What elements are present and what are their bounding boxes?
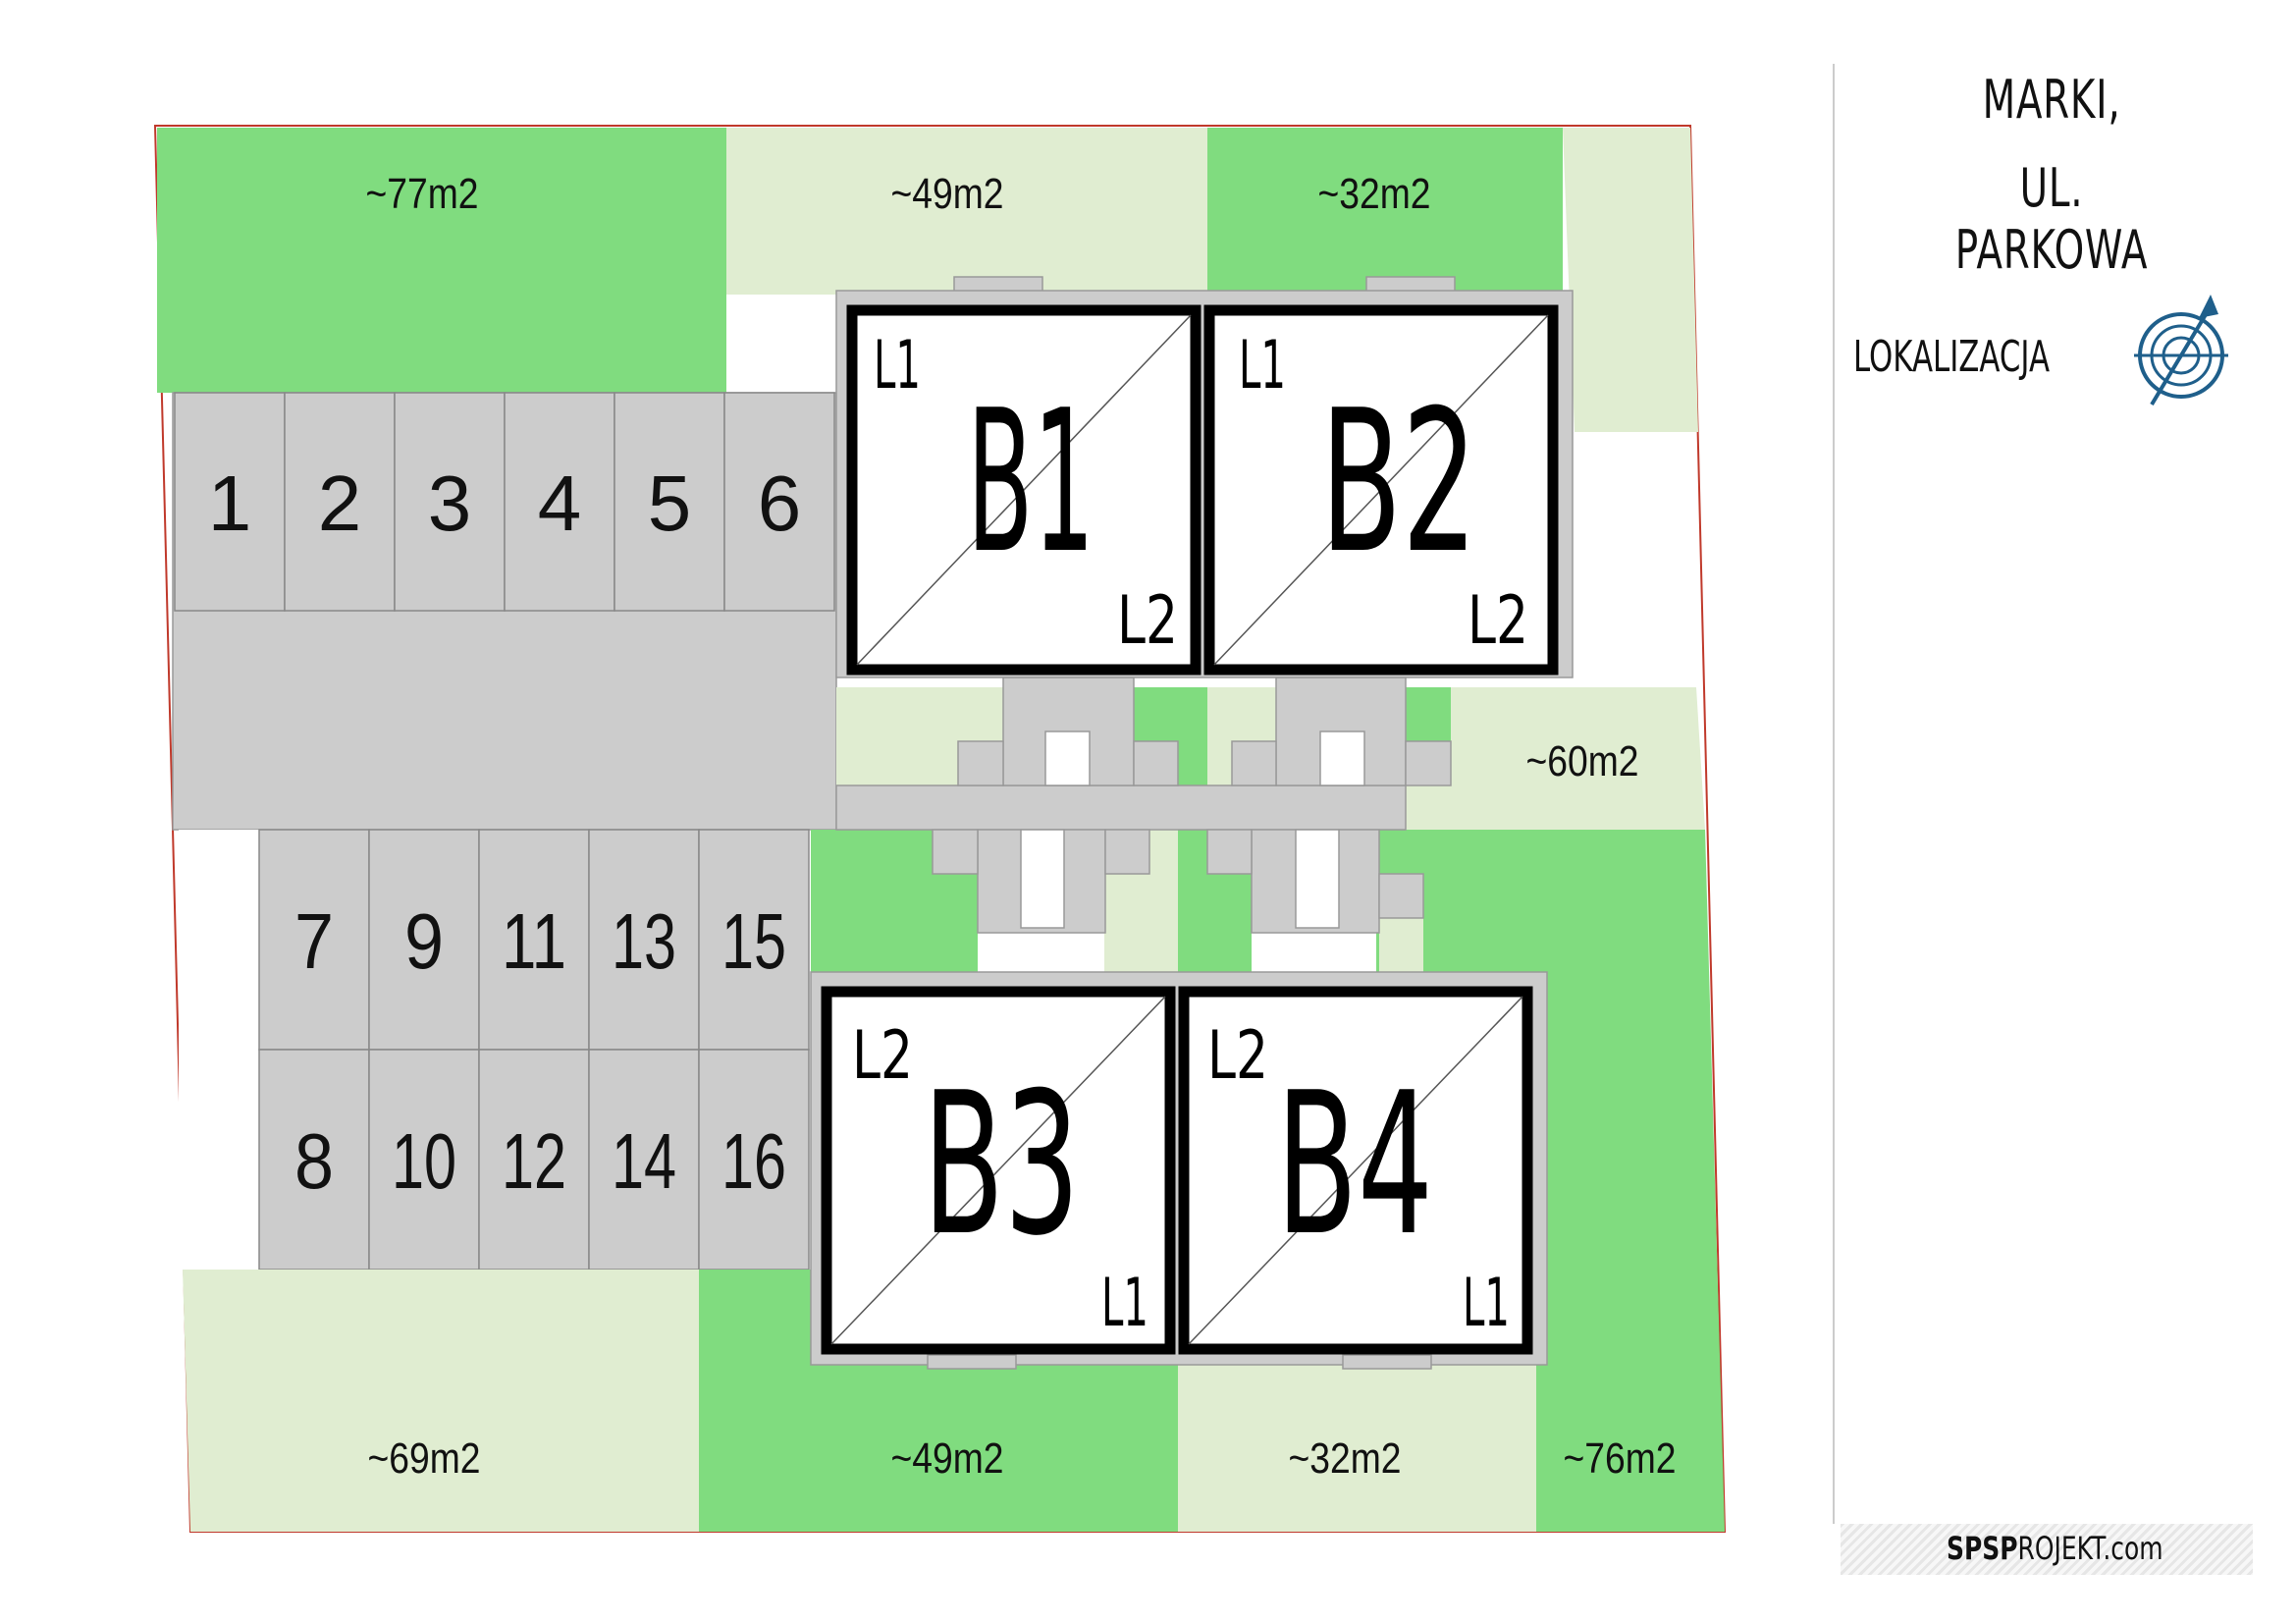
entrance-doors [1020, 730, 1365, 929]
b4-level-top: L2 [1207, 1017, 1268, 1095]
compass-icon[interactable] [2134, 295, 2228, 406]
garden-top-mid [726, 128, 1207, 295]
b1-level-bottom: L2 [1117, 582, 1178, 660]
parking-spot-13: 13 [612, 897, 676, 985]
b3-level-bottom: L1 [1101, 1265, 1148, 1342]
b4-level-bottom: L1 [1463, 1265, 1510, 1342]
parking-spot-2: 2 [318, 460, 362, 547]
parking-spot-4: 4 [538, 460, 582, 547]
area-label-top-left: ~77m2 [366, 170, 479, 218]
parking-spot-3: 3 [428, 460, 472, 547]
garden-right-strip [1563, 128, 1698, 432]
courtyard-green-b [1406, 687, 1451, 741]
building-name-b4: B4 [1276, 1051, 1433, 1279]
logo-text: SPSPROJEKT.com [1947, 1530, 2163, 1567]
garden-bottom-right [1178, 1365, 1536, 1532]
parking-row-1 [174, 392, 835, 612]
parking-spot-10: 10 [392, 1117, 456, 1205]
building-b2[interactable] [1203, 304, 1559, 676]
parking-spot-1: 1 [208, 460, 252, 547]
walkways [835, 276, 1456, 934]
building-bottom-tab-right [1342, 1354, 1432, 1370]
area-label-bottom-right: ~32m2 [1289, 1434, 1402, 1483]
white-strip [179, 830, 259, 1270]
area-label-bottom-far-right: ~76m2 [1564, 1434, 1677, 1483]
area-label-bottom-mid: ~49m2 [891, 1434, 1004, 1483]
parking-spot-12: 12 [502, 1117, 566, 1205]
company-logo: SPSPROJEKT.com [1841, 1524, 2253, 1575]
parking-spot-14: 14 [612, 1117, 676, 1205]
area-label-top-mid: ~49m2 [891, 170, 1004, 218]
building-b4[interactable] [1178, 986, 1533, 1355]
garden-top-right [1207, 128, 1563, 295]
building-name-b2: B2 [1320, 368, 1477, 597]
area-label-right-mid: ~60m2 [1526, 737, 1639, 785]
parking-spot-6: 6 [758, 460, 802, 547]
parking-spot-9: 9 [404, 897, 444, 985]
parking-spot-8: 8 [294, 1117, 334, 1205]
parking-rows-2-3 [258, 829, 810, 1271]
parking-spot-5: 5 [648, 460, 692, 547]
b2-level-bottom: L2 [1468, 582, 1528, 660]
title-line-1: MARKI, [1982, 69, 2121, 131]
logo-bold: SPSP [1947, 1530, 2018, 1567]
b1-level-top: L1 [874, 327, 921, 405]
building-name-b3: B3 [923, 1051, 1080, 1279]
area-label-bottom-left: ~69m2 [368, 1434, 481, 1483]
parking-spot-16: 16 [721, 1117, 786, 1205]
area-label-top-right: ~32m2 [1318, 170, 1431, 218]
b3-level-top: L2 [852, 1017, 913, 1095]
parking-spot-11: 11 [502, 897, 566, 985]
building-bottom-tab-left [927, 1354, 1017, 1370]
building-b1[interactable] [846, 304, 1201, 676]
garden-right-mid [1406, 687, 1705, 830]
parking-spot-7: 7 [294, 897, 334, 985]
garden-bottom-left [183, 1270, 699, 1532]
garden-bottom-mid-top [699, 1270, 815, 1368]
garden-top-left [157, 128, 726, 393]
location-label: LOKALIZACJA [1853, 332, 2051, 382]
logo-rest: ROJEKT.com [2017, 1530, 2163, 1567]
building-b3[interactable] [821, 986, 1176, 1355]
title-line-2: UL. PARKOWA [1954, 157, 2149, 281]
b2-level-top: L1 [1239, 327, 1286, 405]
building-name-b1: B1 [967, 368, 1095, 597]
parking-spot-15: 15 [721, 897, 786, 985]
